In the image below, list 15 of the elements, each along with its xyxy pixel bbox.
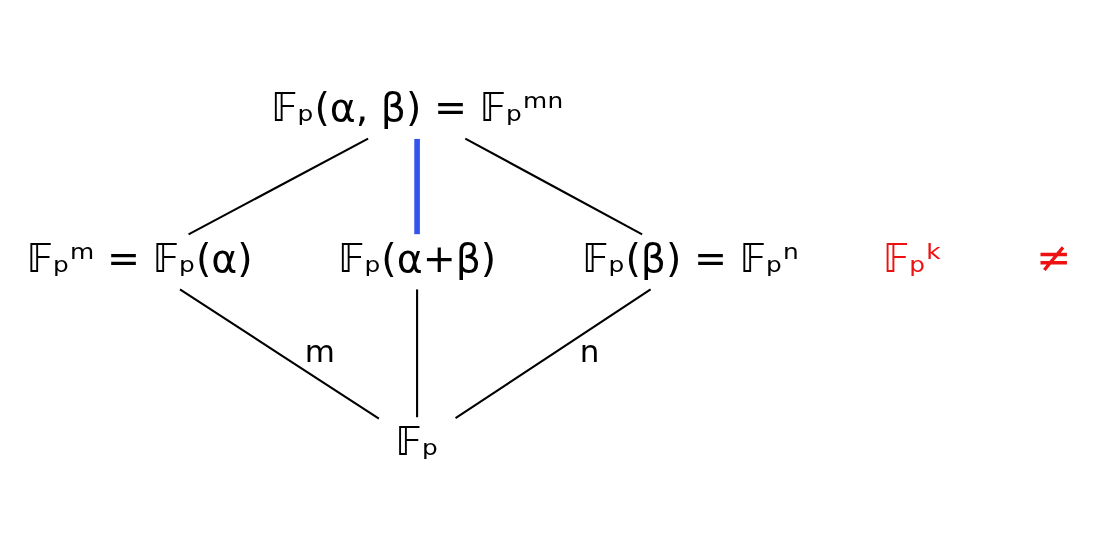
connector [454,288,652,419]
label: ≠ [1036,233,1072,283]
node-text: 𝔽ₚ [395,417,439,464]
node-text: 𝔽ₚᵏ [882,234,943,281]
connector [188,137,369,236]
connector [179,288,380,420]
edge-label: n [579,332,600,369]
node-text: 𝔽ₚᵐ = 𝔽ₚ(α) [26,234,253,281]
edge-label: m [304,332,335,369]
node-text: 𝔽ₚ(β) = 𝔽ₚⁿ [582,234,799,281]
connector [414,138,420,235]
connector [464,137,643,236]
node-text: 𝔽ₚ(α, β) = 𝔽ₚᵐⁿ [270,83,564,130]
connector [416,289,419,418]
node-text: 𝔽ₚ(α+β) [337,234,497,281]
